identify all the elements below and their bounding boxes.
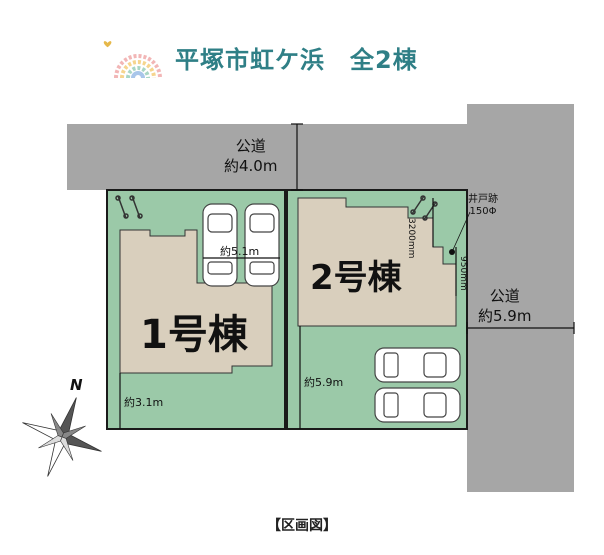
top-road-name: 公道 bbox=[235, 137, 266, 155]
right-road-label: 公道 約5.9m bbox=[478, 286, 531, 326]
car-icon bbox=[244, 203, 280, 287]
right-road-width: 約5.9m bbox=[478, 307, 532, 325]
well-label: 井戸跡 150Φ bbox=[468, 194, 498, 218]
building-1 bbox=[119, 229, 273, 374]
car-icon bbox=[202, 203, 238, 287]
car-icon bbox=[374, 347, 461, 383]
well-label-size: 150Φ bbox=[469, 206, 497, 217]
parking-width-label: 約5.1m bbox=[220, 245, 260, 258]
lot1-frontage-label: 約3.1m bbox=[124, 396, 164, 409]
right-road bbox=[467, 104, 574, 492]
top-road-width: 約4.0m bbox=[224, 157, 278, 175]
rainbow-logo-icon bbox=[103, 41, 162, 79]
top-road-label: 公道 約4.0m bbox=[224, 136, 277, 176]
diagram-caption: 【区画図】 bbox=[267, 518, 337, 534]
compass-rose-icon bbox=[22, 397, 102, 477]
building-1-label: 1号棟 bbox=[140, 312, 248, 358]
top-road bbox=[67, 124, 467, 190]
right-road-name: 公道 bbox=[489, 287, 520, 305]
compass-north-label: N bbox=[70, 376, 83, 394]
page-title: 平塚市虹ケ浜 全2棟 bbox=[175, 46, 418, 74]
dim-950-label: 950mm bbox=[458, 256, 468, 291]
well-label-name: 井戸跡 bbox=[468, 194, 498, 205]
lot2-frontage-label: 約5.9m bbox=[304, 376, 344, 389]
building-2-label: 2号棟 bbox=[310, 258, 402, 298]
car-icon bbox=[374, 387, 461, 423]
bicycle-icon bbox=[115, 195, 143, 219]
dim-3200-label: 3200mm bbox=[406, 218, 416, 259]
